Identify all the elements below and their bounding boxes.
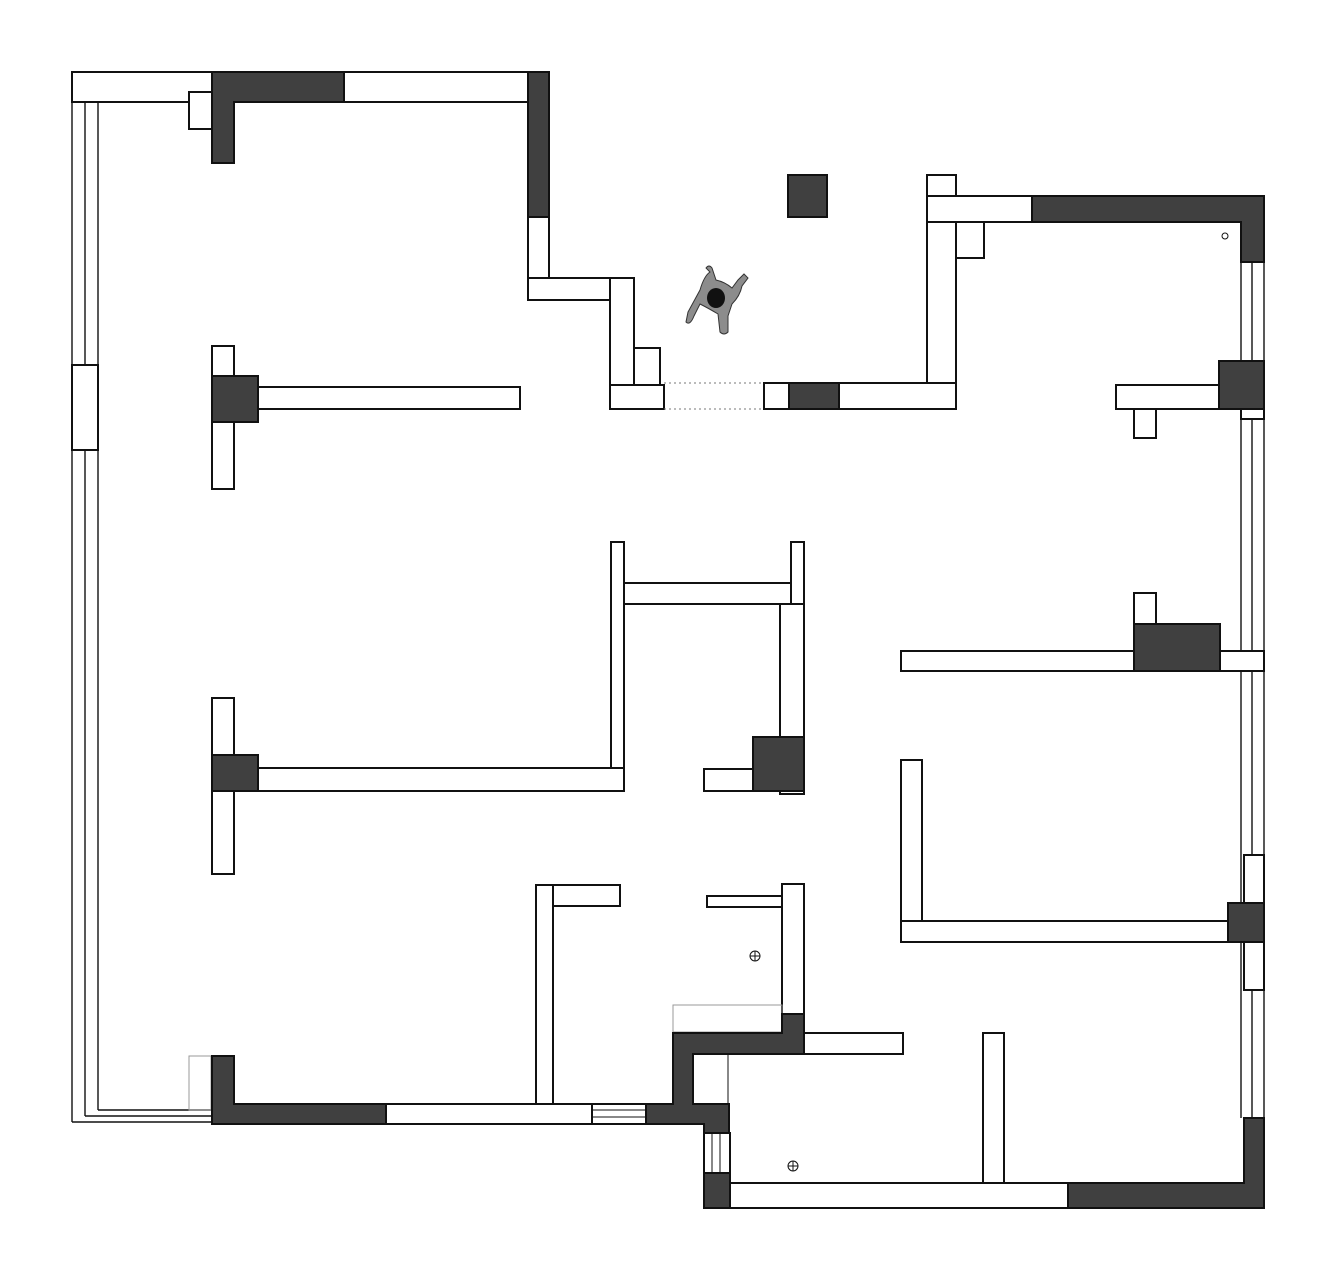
- left-exterior-walls: [71, 71, 665, 410]
- column-freestanding: [787, 174, 828, 218]
- structural-columns: [211, 71, 1265, 1209]
- column-top-left: [211, 71, 345, 164]
- column-entrance: [788, 382, 840, 410]
- interior-walls: [211, 345, 1265, 1109]
- column-left-upper: [211, 375, 259, 423]
- left-window-band: [71, 102, 213, 1123]
- column-bathroom: [752, 736, 805, 792]
- floor-drain-icon: [787, 1160, 799, 1172]
- column-bottom-mid: [645, 1013, 805, 1134]
- column-left-lower: [211, 754, 259, 792]
- column-top-right: [1031, 195, 1265, 263]
- column-right-upper: [1218, 360, 1265, 410]
- column-right-lower: [1227, 902, 1265, 943]
- column-bottom-left: [211, 1055, 387, 1125]
- ceiling-light-icon: [1221, 232, 1229, 240]
- column-top-mid: [527, 71, 550, 218]
- column-right-mid: [1133, 623, 1221, 672]
- person-topview-icon: [685, 265, 749, 335]
- entrance-threshold: [664, 382, 764, 410]
- column-bottom-right: [1067, 1117, 1265, 1209]
- floor-drain-icon: [749, 950, 761, 962]
- column-bottom-small: [703, 1172, 731, 1209]
